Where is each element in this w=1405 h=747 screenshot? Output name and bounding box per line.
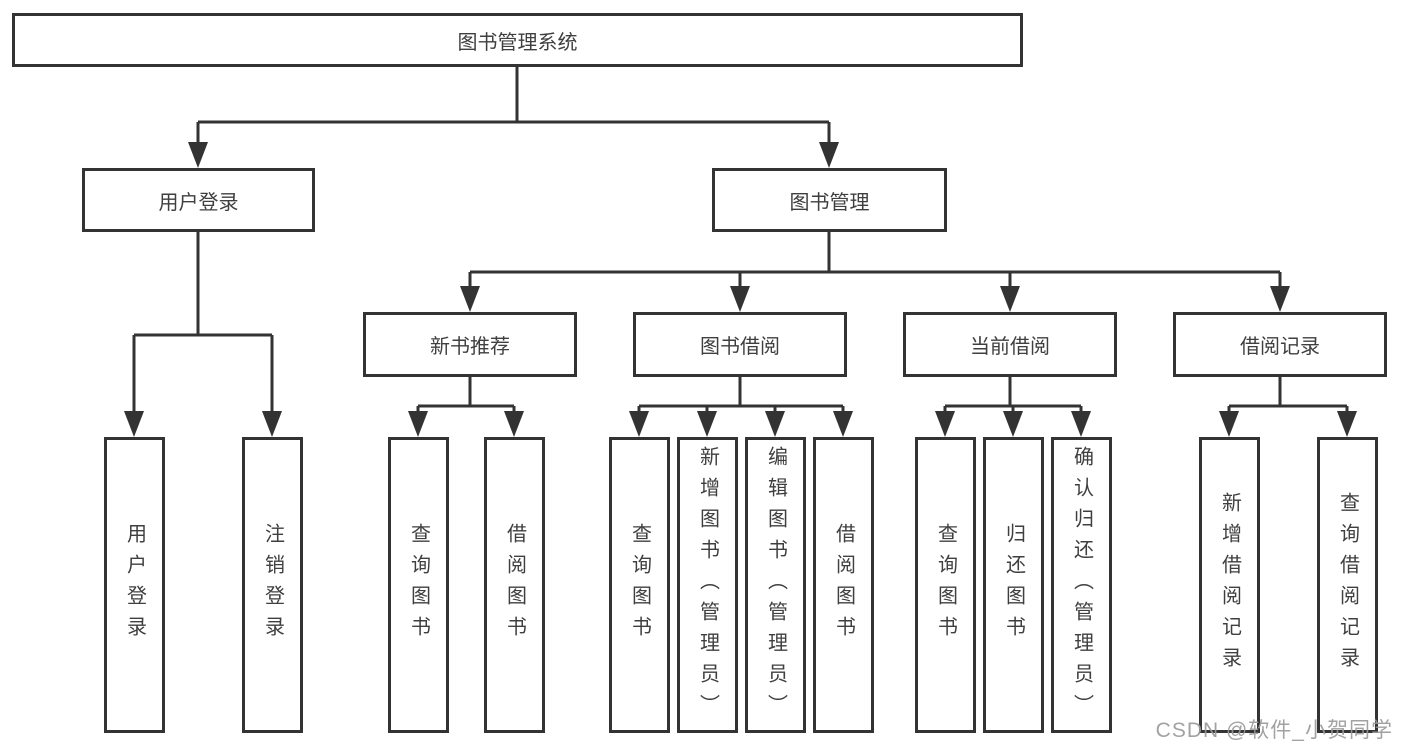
csdn-watermark: CSDN @软件_小贺同学 (1155, 719, 1393, 742)
node-current-borrow: 当前借阅 (903, 312, 1117, 377)
node-book-borrow-label: 图书借阅 (700, 336, 780, 358)
leaf-query-borrow-record: 查询借阅记录 (1317, 437, 1378, 733)
leaf-add-borrow-record-label: 新增借阅记录 (1218, 492, 1241, 678)
leaf-query-books-current-label: 查询图书 (934, 523, 957, 647)
edge-root-to-level2 (188, 67, 839, 168)
leaf-query-books-current: 查询图书 (915, 437, 976, 733)
node-new-book-recommend: 新书推荐 (363, 312, 577, 377)
leaf-return-books-label: 归还图书 (1002, 523, 1025, 647)
leaf-return-books: 归还图书 (983, 437, 1044, 733)
node-new-book-recommend-label: 新书推荐 (430, 336, 510, 358)
leaf-add-books-admin-label: 新增图书（管理员） (696, 445, 719, 725)
edge-new-book-recommend-to-leaves (408, 377, 524, 437)
leaf-user-login: 用户登录 (104, 437, 165, 733)
edge-borrow-records-to-leaves (1219, 377, 1357, 437)
leaf-query-books-borrow-label: 查询图书 (628, 523, 651, 647)
edge-book-management-to-level3 (460, 232, 1290, 312)
node-borrow-records-label: 借阅记录 (1240, 336, 1320, 358)
node-current-borrow-label: 当前借阅 (970, 336, 1050, 358)
leaf-user-login-label: 用户登录 (123, 523, 146, 647)
node-user-login-label: 用户登录 (158, 191, 239, 214)
node-borrow-records: 借阅记录 (1173, 312, 1387, 377)
leaf-confirm-return-admin: 确认归还（管理员） (1051, 437, 1112, 733)
node-book-management-label: 图书管理 (789, 191, 870, 214)
leaf-borrow-books: 借阅图书 (813, 437, 874, 733)
leaf-logout: 注销登录 (242, 437, 303, 733)
leaf-borrow-books-recommend: 借阅图书 (484, 437, 545, 733)
node-root-system: 图书管理系统 (12, 13, 1023, 67)
leaf-confirm-return-admin-label: 确认归还（管理员） (1070, 445, 1093, 725)
leaf-add-borrow-record: 新增借阅记录 (1199, 437, 1260, 733)
leaf-borrow-books-label: 借阅图书 (832, 523, 855, 647)
edge-book-borrow-to-leaves (629, 377, 853, 437)
leaf-logout-label: 注销登录 (261, 523, 284, 647)
leaf-edit-books-admin: 编辑图书（管理员） (745, 437, 806, 733)
node-root-label: 图书管理系统 (457, 31, 578, 54)
leaf-add-books-admin: 新增图书（管理员） (677, 437, 738, 733)
edge-current-borrow-to-leaves (935, 377, 1091, 437)
edge-user-login-to-leaves (124, 232, 282, 437)
leaf-query-borrow-record-label: 查询借阅记录 (1336, 492, 1359, 678)
leaf-query-books-recommend: 查询图书 (388, 437, 449, 733)
leaf-query-books-borrow: 查询图书 (609, 437, 670, 733)
node-book-borrow: 图书借阅 (633, 312, 847, 377)
node-user-login: 用户登录 (82, 168, 315, 232)
node-book-management: 图书管理 (712, 168, 947, 232)
leaf-borrow-books-recommend-label: 借阅图书 (503, 523, 526, 647)
leaf-edit-books-admin-label: 编辑图书（管理员） (764, 445, 787, 725)
leaf-query-books-recommend-label: 查询图书 (407, 523, 430, 647)
